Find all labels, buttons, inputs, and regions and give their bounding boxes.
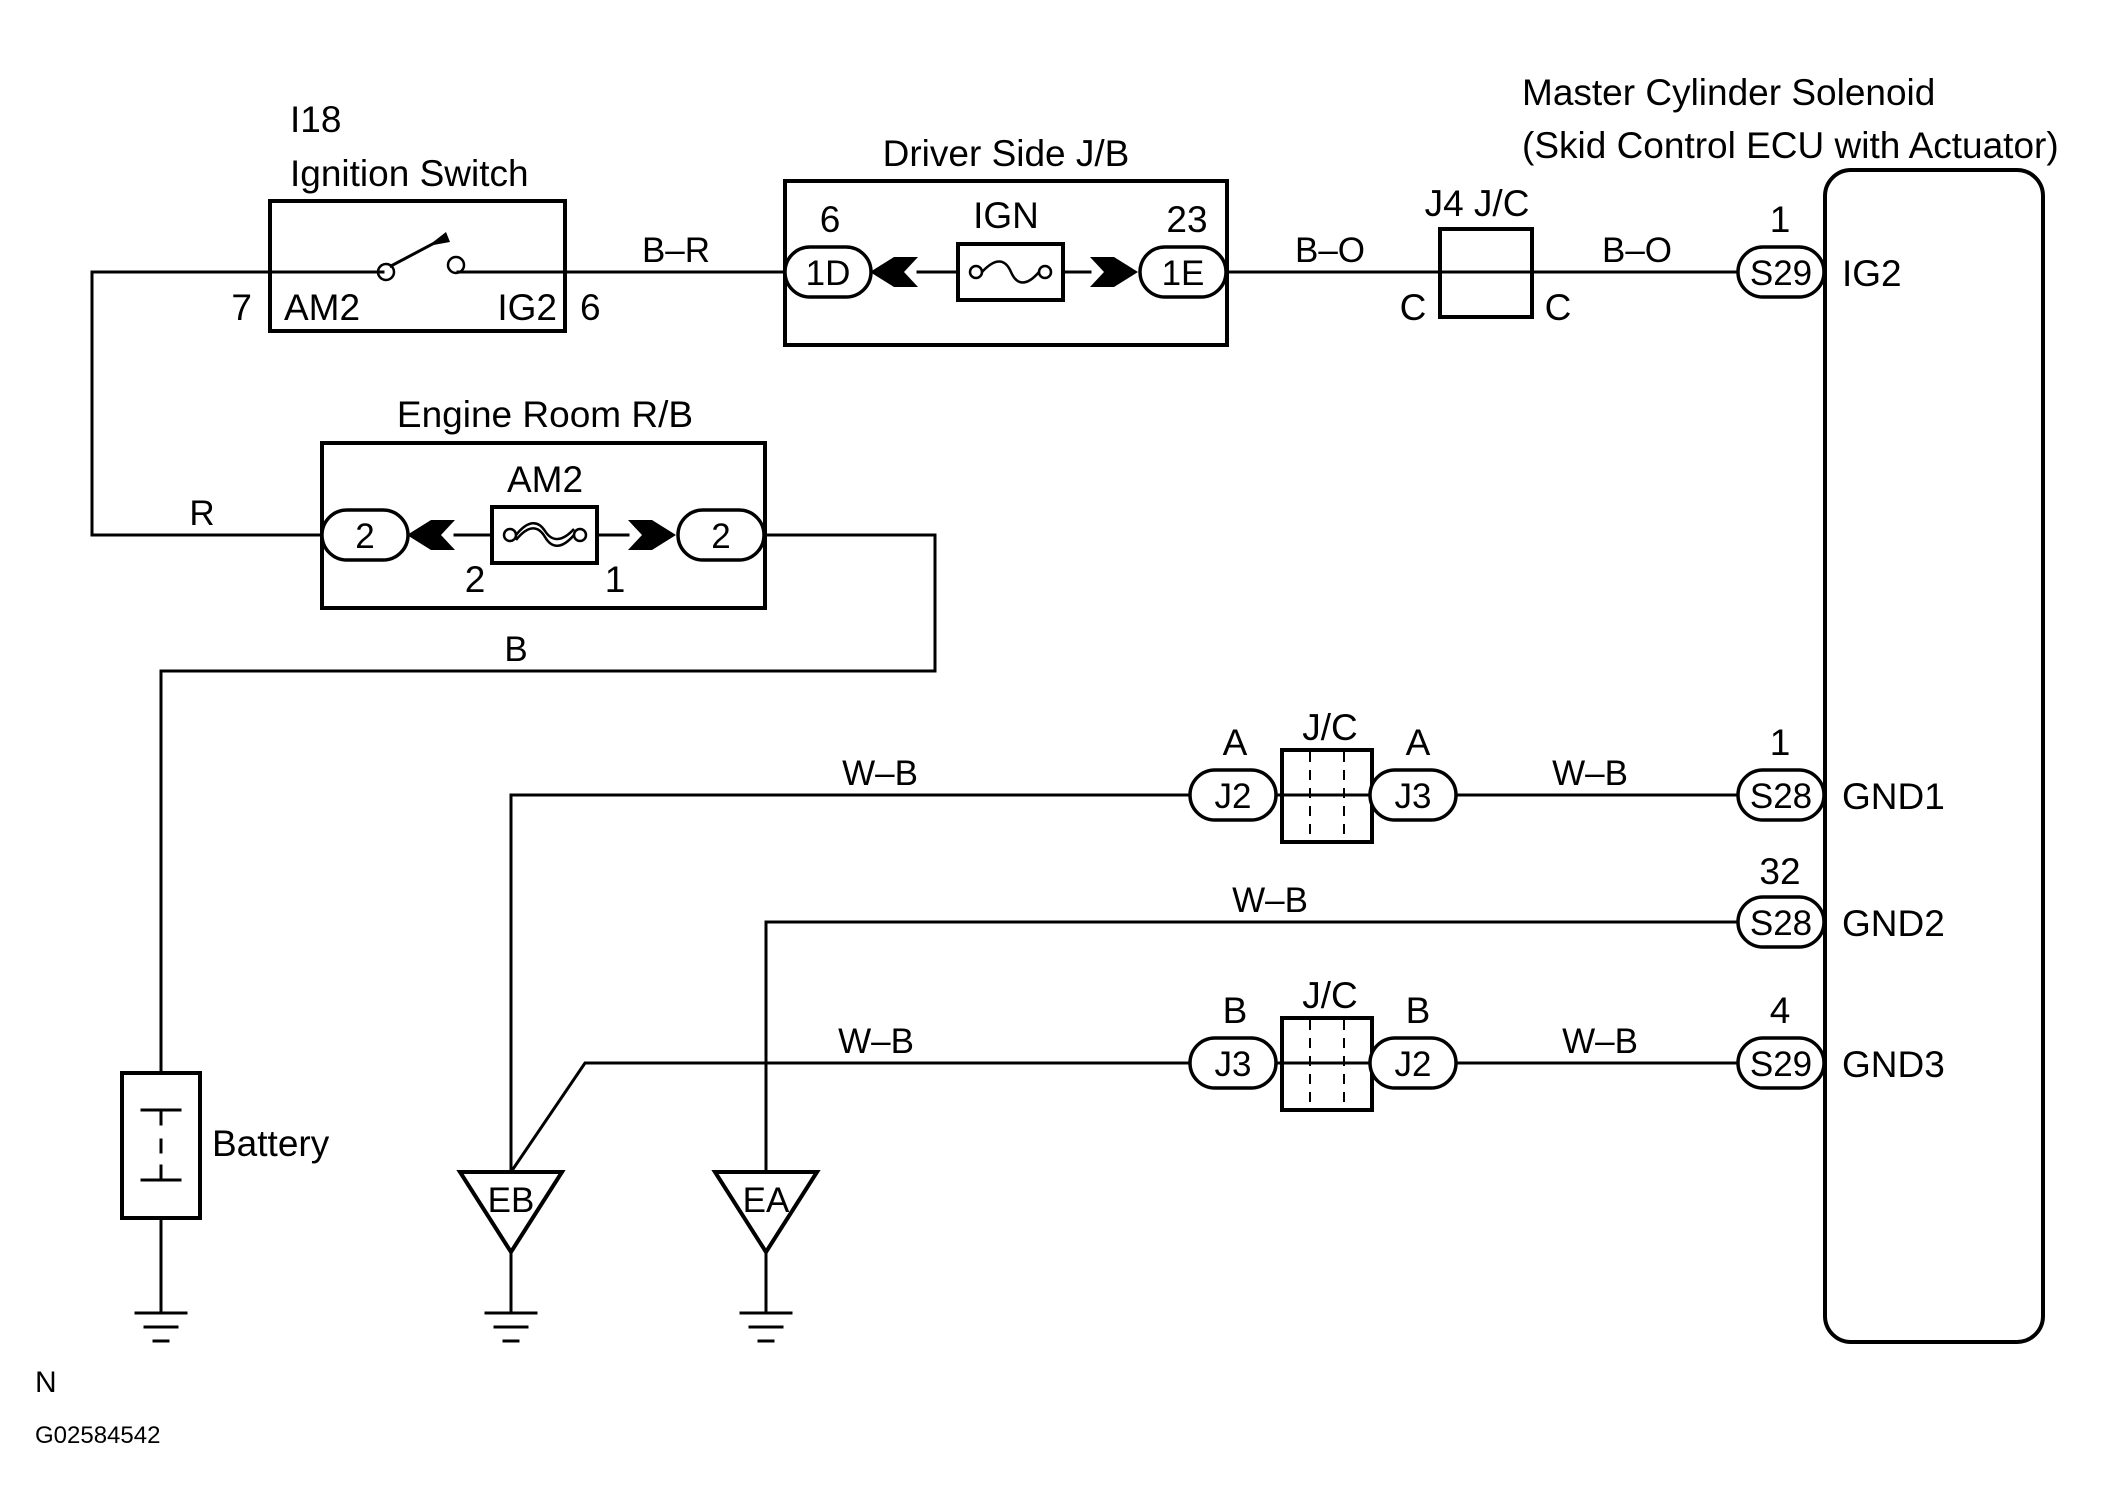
- wires: [90, 270, 1740, 1312]
- connector-j3-a: [1368, 768, 1458, 822]
- wire-b: [159, 533, 937, 1075]
- connector-1e-label: 1E: [1162, 254, 1205, 293]
- connector-s29-gnd3-label: S29: [1750, 1045, 1812, 1084]
- battery-icon: [120, 1071, 202, 1220]
- pin-am2: 7: [231, 287, 252, 328]
- engine-room-rb: Engine Room R/B AM2 2 2 2 1: [320, 394, 767, 610]
- ground-icon: [134, 1311, 188, 1343]
- switch-contact-icon: [446, 255, 466, 275]
- ignition-switch-ref: I18: [290, 99, 341, 140]
- connector-1d-label: 1D: [806, 254, 851, 293]
- driver-side-jb: Driver Side J/B 6 IGN 23 1D 1E: [783, 133, 1229, 347]
- ignition-switch: I18 Ignition Switch 7 AM2 IG2 6: [231, 99, 601, 333]
- connector-engine-right-label: 2: [711, 517, 730, 556]
- wire-wb-3: [764, 920, 1740, 1174]
- footer-code: G02584542: [35, 1422, 160, 1449]
- battery: Battery: [120, 1071, 330, 1343]
- connector-engine-right: [676, 508, 766, 562]
- ground-ea-label: EA: [743, 1181, 790, 1220]
- wire-label-bo-2: B–O: [1602, 231, 1672, 270]
- jc1-pin-right: A: [1406, 722, 1431, 763]
- jc2-title: J/C: [1302, 975, 1358, 1016]
- junction-jc-1: J/C A A J2 J3: [1188, 707, 1458, 844]
- wire-label-r: R: [189, 494, 214, 533]
- connector-s28-gnd1-label: S28: [1750, 777, 1812, 816]
- connector-s29-ig2-label: S29: [1750, 254, 1812, 293]
- jc1-pin-left: A: [1223, 722, 1248, 763]
- junction-jc-2: J/C B B J3 J2: [1188, 975, 1458, 1112]
- footer-letter: N: [35, 1366, 57, 1399]
- wire-r: [90, 270, 324, 537]
- j4-title: J4 J/C: [1425, 183, 1530, 224]
- driver-jb-pin-left: 6: [820, 199, 841, 240]
- jc2-pin-left: B: [1223, 990, 1248, 1031]
- connector-j3-a-label: J3: [1395, 777, 1432, 816]
- engine-rb-fuse-label: AM2: [507, 459, 583, 500]
- wire-label-wb-5: W–B: [1562, 1022, 1638, 1061]
- ground-ea: EA: [711, 1170, 821, 1343]
- wire-label-b: B: [504, 630, 527, 669]
- connector-s28-gnd2: [1736, 895, 1826, 949]
- ground-icon: [484, 1311, 538, 1343]
- ignition-switch-title: Ignition Switch: [290, 153, 529, 194]
- connector-s28-gnd1: [1736, 768, 1826, 822]
- ecu-ig2-pin: 1: [1770, 199, 1791, 240]
- ecu-box: [1823, 168, 2045, 1344]
- connector-1e: [1138, 245, 1228, 299]
- connector-s29-ig2: [1736, 245, 1826, 299]
- engine-rb-pin-left: 2: [465, 559, 486, 600]
- switch-contact-icon: [376, 262, 396, 282]
- ground-icon: [739, 1311, 793, 1343]
- skid-control-ecu: Master Cylinder Solenoid (Skid Control E…: [1522, 72, 2059, 1344]
- terminal-arrow-icon: [1090, 257, 1138, 287]
- ecu-ig2-name: IG2: [1842, 253, 1902, 294]
- term-am2: AM2: [284, 287, 360, 328]
- j4-right: C: [1545, 287, 1572, 328]
- junction-j4: J4 J/C C C: [1400, 183, 1572, 328]
- jc2-pin-right: B: [1406, 990, 1431, 1031]
- wire-label-bo-1: B–O: [1295, 231, 1365, 270]
- connector-s29-gnd3: [1736, 1036, 1826, 1090]
- connector-j2-a-label: J2: [1215, 777, 1252, 816]
- ecu-gnd1-pin: 1: [1770, 722, 1791, 763]
- wire-wb-4: [508, 1061, 1192, 1175]
- driver-jb-pin-right: 23: [1166, 199, 1207, 240]
- ground-eb-label: EB: [488, 1181, 535, 1220]
- ignition-switch-box: [268, 199, 567, 333]
- battery-label: Battery: [212, 1123, 330, 1164]
- wire-label-wb-1: W–B: [842, 754, 918, 793]
- ecu-gnd3-name: GND3: [1842, 1044, 1945, 1085]
- terminal-arrow-icon: [870, 257, 918, 287]
- pin-ig2: 6: [580, 287, 601, 328]
- terminal-arrow-icon: [407, 520, 455, 550]
- terminal-arrow-icon: [628, 520, 676, 550]
- engine-rb-pin-right: 1: [605, 559, 626, 600]
- ecu-title-line-2: (Skid Control ECU with Actuator): [1522, 125, 2059, 166]
- ecu-title-line-1: Master Cylinder Solenoid: [1522, 72, 1935, 113]
- j4-left: C: [1400, 287, 1427, 328]
- connector-engine-left-label: 2: [355, 517, 374, 556]
- ecu-gnd1-name: GND1: [1842, 776, 1945, 817]
- connector-j3-b-label: J3: [1215, 1045, 1252, 1084]
- connector-j2-b-label: J2: [1395, 1045, 1432, 1084]
- engine-rb-title: Engine Room R/B: [397, 394, 693, 435]
- jc1-title: J/C: [1302, 707, 1358, 748]
- ground-point-eb-icon: [456, 1170, 566, 1256]
- wire-label-wb-3: W–B: [1232, 881, 1308, 920]
- driver-jb-fuse-label: IGN: [973, 195, 1039, 236]
- wire-label-wb-2: W–B: [1552, 754, 1628, 793]
- ground-eb: EB: [456, 1170, 566, 1343]
- wire-wb-1: [509, 793, 1192, 1174]
- wire-label-wb-4: W–B: [838, 1022, 914, 1061]
- ecu-gnd2-name: GND2: [1842, 903, 1945, 944]
- wire-label-br: B–R: [642, 231, 710, 270]
- connector-j2-b: [1368, 1036, 1458, 1090]
- driver-jb-title: Driver Side J/B: [883, 133, 1130, 174]
- ecu-gnd2-pin: 32: [1759, 851, 1800, 892]
- ground-point-ea-icon: [711, 1170, 821, 1256]
- ecu-gnd3-pin: 4: [1770, 990, 1791, 1031]
- connector-s28-gnd2-label: S28: [1750, 904, 1812, 943]
- term-ig2: IG2: [497, 287, 557, 328]
